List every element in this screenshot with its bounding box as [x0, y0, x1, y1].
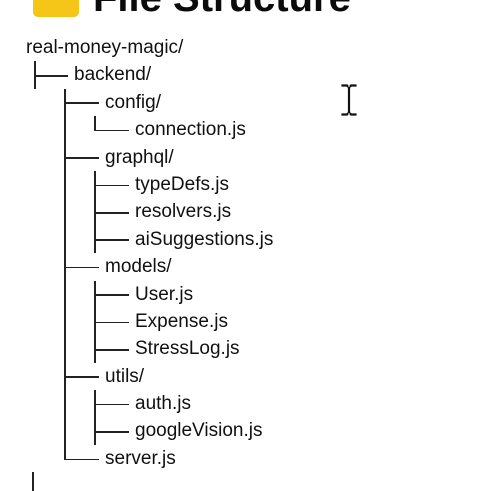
- tree-file-label[interactable]: Expense.js: [135, 310, 228, 332]
- tree-branch-connector: [94, 294, 129, 296]
- tree-file-label[interactable]: resolvers.js: [135, 201, 232, 223]
- tree-file-label[interactable]: server.js: [105, 447, 176, 469]
- tree-root-label[interactable]: real-money-magic/: [26, 37, 184, 58]
- tree-guide-line: [64, 280, 66, 308]
- tree-branch-connector: [64, 376, 99, 378]
- page-heading: File Structure: [33, 0, 351, 18]
- tree-guide-line: [64, 335, 66, 363]
- tree-branch-connector: [64, 458, 99, 461]
- folder-icon: [33, 0, 79, 17]
- tree-guide-line: [64, 170, 66, 199]
- page-title: File Structure: [93, 0, 351, 18]
- tree-continuation-line: [32, 472, 34, 491]
- tree-file-label[interactable]: googleVision.js: [135, 420, 263, 442]
- tree-branch-connector: [94, 239, 129, 242]
- tree-branch-connector: [94, 129, 129, 132]
- tree-folder-label[interactable]: utils/: [105, 365, 145, 387]
- tree-file-label[interactable]: StressLog.js: [135, 338, 240, 360]
- tree-guide-line: [64, 417, 66, 445]
- tree-branch-connector: [64, 157, 99, 159]
- tree-branch-line: [94, 116, 96, 130]
- tree-file-label[interactable]: connection.js: [135, 119, 246, 141]
- tree-branch-connector: [94, 403, 129, 406]
- tree-folder-label[interactable]: graphql/: [105, 146, 174, 168]
- tree-folder-label[interactable]: models/: [105, 256, 172, 278]
- tree-guide-line: [64, 307, 66, 336]
- tree-guide-line: [64, 225, 66, 254]
- tree-file-label[interactable]: aiSuggestions.js: [135, 228, 274, 250]
- tree-branch-connector: [94, 321, 129, 324]
- tree-file-label[interactable]: User.js: [135, 283, 194, 305]
- tree-branch-connector: [64, 102, 99, 105]
- tree-branch-line: [64, 444, 66, 459]
- tree-branch-connector: [94, 212, 129, 214]
- tree-folder-label[interactable]: config/: [105, 91, 161, 113]
- tree-guide-line: [64, 198, 66, 226]
- tree-guide-line: [64, 390, 66, 418]
- text-cursor-icon: [340, 83, 358, 117]
- tree-branch-connector: [34, 75, 68, 77]
- tree-guide-line: [64, 116, 66, 144]
- tree-branch-connector: [94, 348, 129, 351]
- tree-branch-connector: [64, 266, 99, 269]
- tree-branch-connector: [94, 431, 129, 433]
- tree-folder-label[interactable]: backend/: [74, 64, 152, 86]
- tree-file-label[interactable]: auth.js: [135, 393, 191, 415]
- tree-branch-connector: [94, 184, 129, 187]
- tree-file-label[interactable]: typeDefs.js: [135, 173, 229, 195]
